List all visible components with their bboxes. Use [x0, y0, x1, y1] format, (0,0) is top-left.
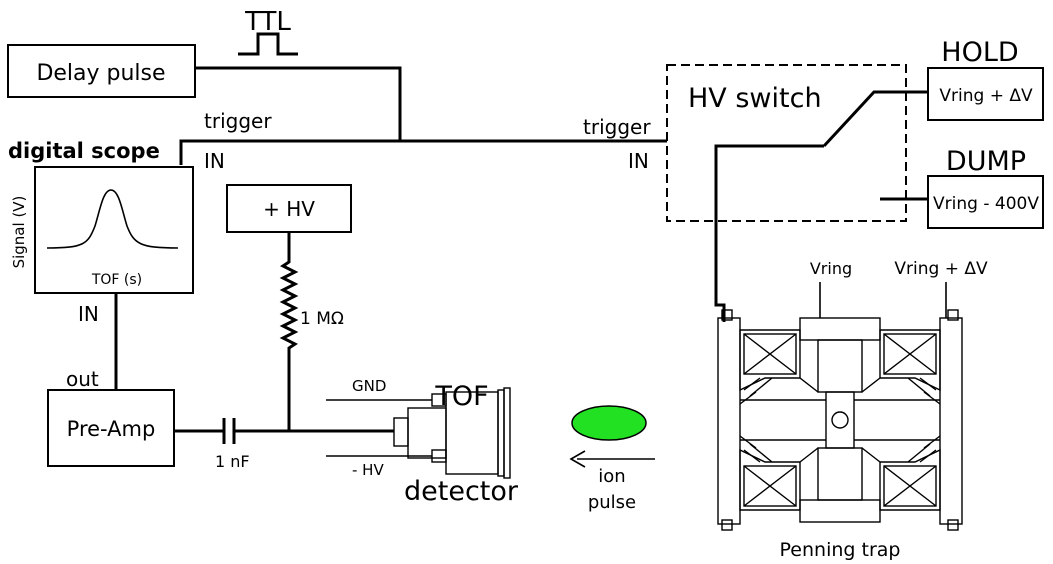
dump-value: Vring - 400V: [933, 194, 1039, 214]
trigger-right-label: trigger: [583, 115, 651, 139]
ion-bunch-icon: [571, 405, 647, 441]
hv-switch-box: [666, 64, 907, 222]
ttl-pulse-icon: [238, 32, 298, 56]
penning-trap-icon: [717, 309, 963, 531]
scope-trigger-in-label: IN: [204, 149, 225, 173]
resistor-icon: [279, 232, 299, 431]
trap-vring-label: Vring: [810, 259, 852, 278]
neg-hv-label: - HV: [352, 461, 384, 479]
preamp-out-label: out: [66, 367, 99, 391]
hv-switch-label: HV switch: [688, 83, 822, 114]
digital-scope-label: digital scope: [8, 139, 160, 163]
hold-box: [927, 67, 1044, 121]
trap-vring-dv-label: Vring + ΔV: [894, 259, 988, 279]
dump-box: [927, 175, 1044, 229]
capacitor-label: 1 nF: [215, 452, 250, 471]
resistor-label: 1 MΩ: [300, 309, 344, 329]
ttl-label: TTL: [244, 7, 291, 37]
switch-in-label: IN: [628, 149, 649, 173]
ion-direction-arrow-icon: [569, 450, 655, 468]
preamp-box: [47, 389, 175, 467]
hv-supply-box: [226, 184, 352, 233]
dump-label: DUMP: [946, 146, 1026, 177]
scope-trace-peak: [46, 189, 179, 249]
delay-pulse-box: [7, 44, 196, 98]
ion-label-line1: ion: [598, 466, 625, 487]
delay-pulse-label: Delay pulse: [36, 61, 165, 86]
switch-blade: [822, 90, 906, 148]
ion-label-line2: pulse: [588, 492, 636, 513]
digital-scope-box: [34, 166, 194, 294]
tof-title: TOF: [434, 381, 488, 412]
trigger-bus-wire: [179, 139, 667, 165]
preamp-label: Pre-Amp: [67, 417, 156, 441]
scope-xlabel: TOF (s): [91, 272, 142, 288]
penning-trap-label: Penning trap: [780, 539, 901, 561]
hold-value: Vring + ΔV: [939, 86, 1033, 106]
scope-ylabel: Signal (V): [10, 196, 28, 269]
tof-detector-icon: [326, 387, 511, 479]
scope-in-label: IN: [78, 302, 99, 326]
switch-to-trap-wire: [714, 144, 824, 322]
delay-to-trigger-wire: [195, 66, 402, 141]
hold-label: HOLD: [941, 37, 1018, 68]
hv-supply-label: + HV: [263, 197, 315, 221]
tof-detector-label: detector: [404, 476, 519, 507]
capacitor-icon: [222, 418, 236, 444]
gnd-label: GND: [352, 377, 386, 395]
trigger-left-label: trigger: [204, 109, 272, 133]
